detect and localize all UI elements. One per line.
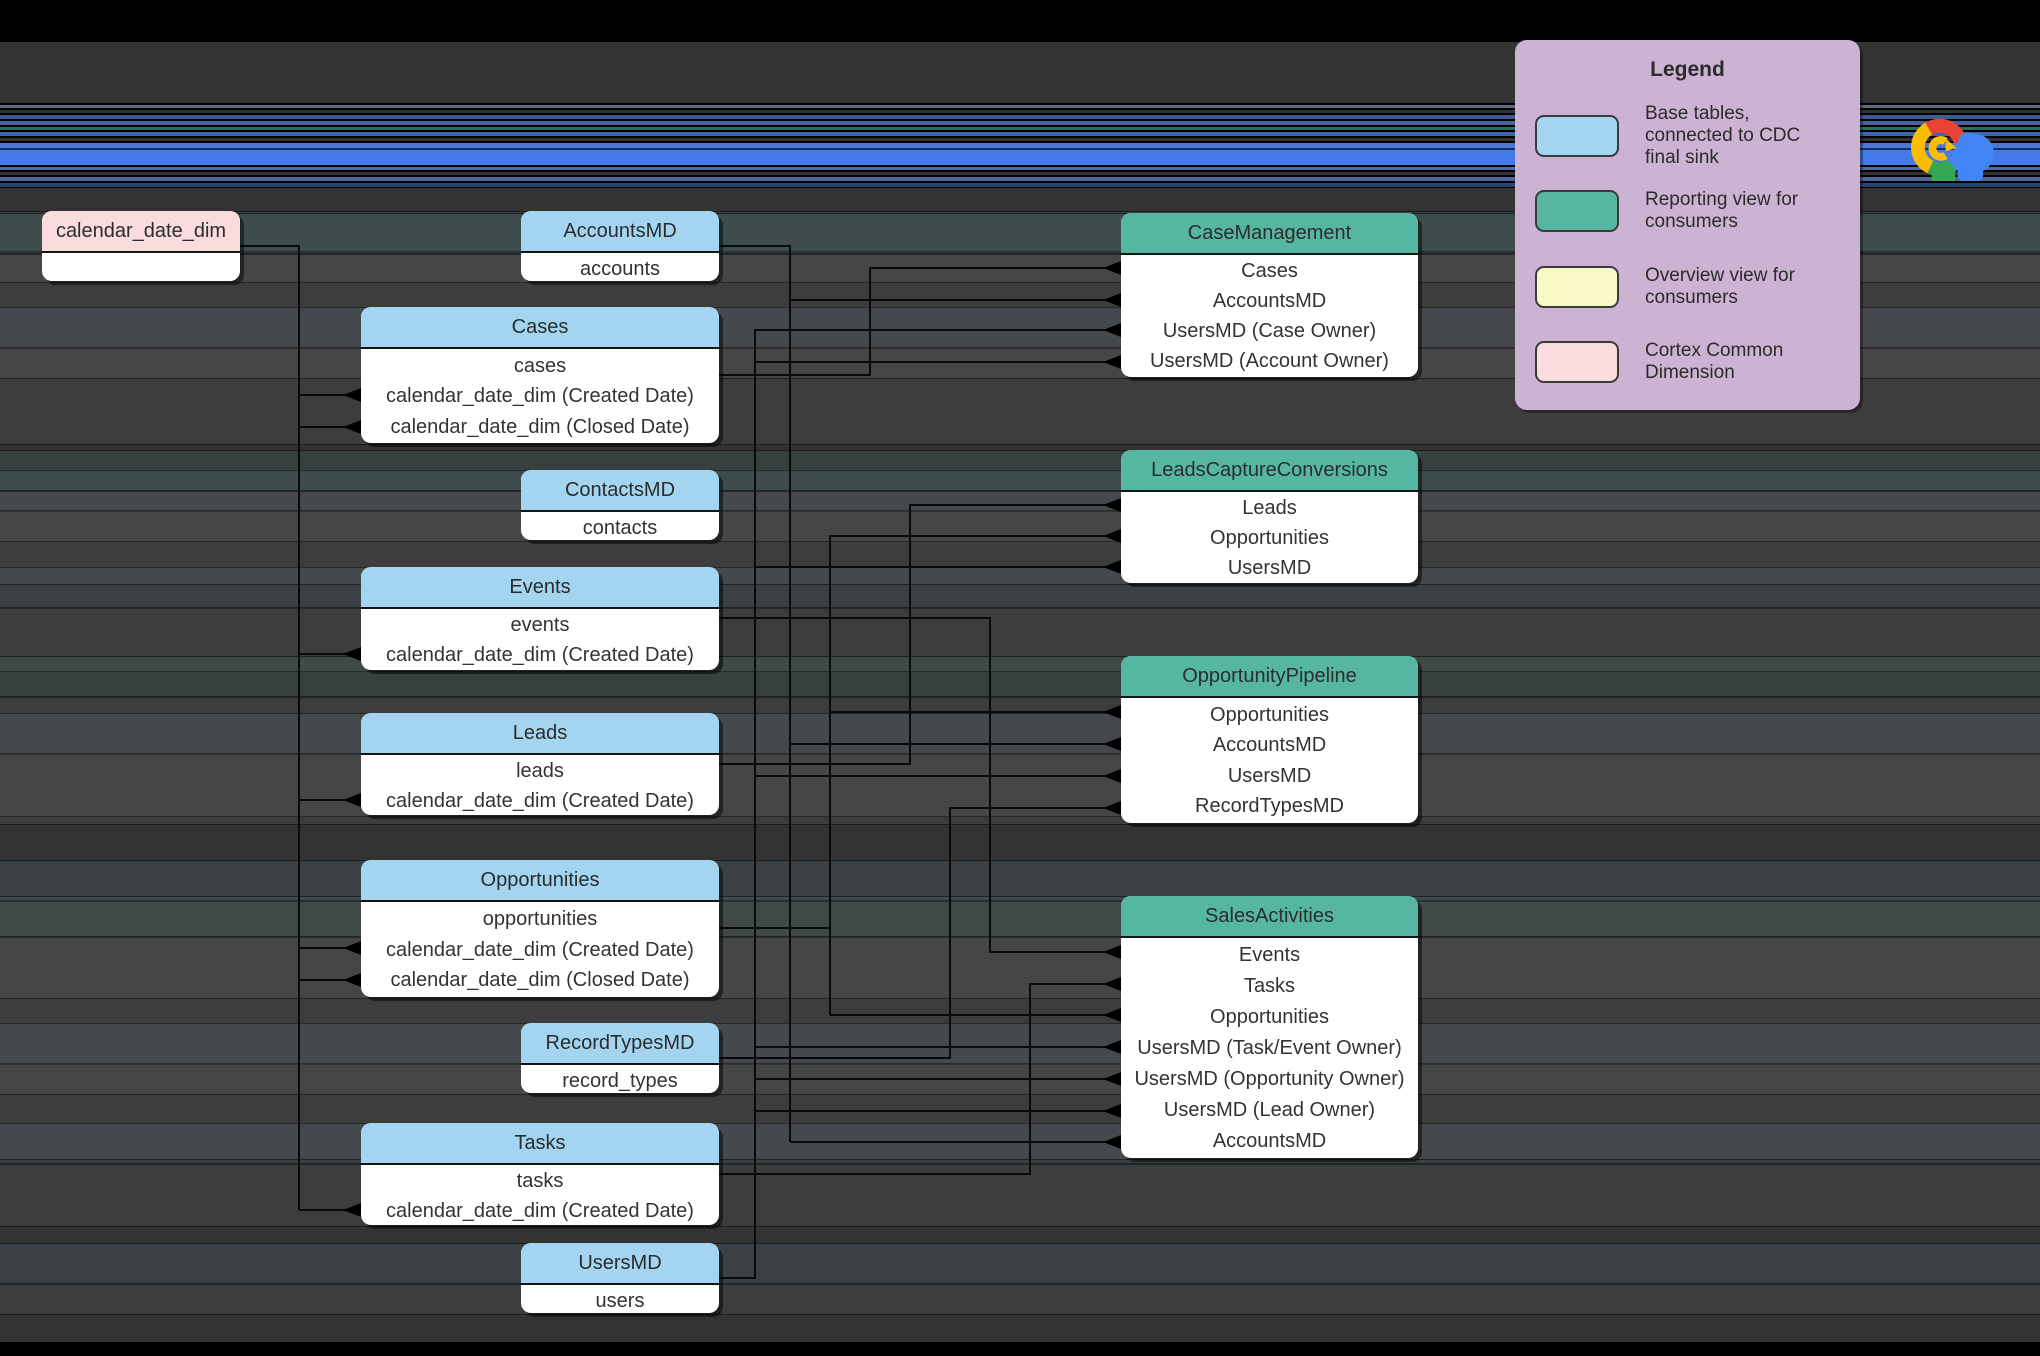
node-contactsmd[interactable]: ContactsMD contacts	[521, 470, 719, 540]
legend-item-label: Cortex Common Dimension	[1645, 340, 1784, 384]
bottom-black-band	[0, 1342, 2040, 1356]
view-row: AccountsMD	[1212, 290, 1327, 312]
base-table-swatch-icon	[1535, 114, 1619, 157]
node-header: OpportunityPipeline	[1121, 656, 1418, 698]
table-row: calendar_date_dim (Created Date)	[386, 1200, 694, 1222]
legend-item-label: Overview view for consumers	[1645, 264, 1795, 308]
node-header: CaseManagement	[1121, 213, 1418, 255]
view-row: UsersMD (Account Owner)	[1150, 350, 1389, 372]
node-calendar-date-dim[interactable]: calendar_date_dim	[42, 211, 240, 281]
view-row: UsersMD (Case Owner)	[1162, 320, 1377, 342]
view-row: AccountsMD	[1212, 1130, 1327, 1152]
node-header: AccountsMD	[521, 211, 719, 253]
table-row: contacts	[582, 517, 658, 539]
node-leadscaptureconversions[interactable]: LeadsCaptureConversions Leads Opportunit…	[1121, 450, 1418, 583]
table-row: events	[510, 614, 570, 636]
view-row: RecordTypesMD	[1195, 795, 1344, 818]
view-row: Events	[1238, 944, 1301, 966]
view-row: UsersMD	[1227, 557, 1312, 579]
node-header: Leads	[361, 713, 719, 755]
node-cases[interactable]: Cases cases calendar_date_dim (Created D…	[361, 307, 719, 443]
view-row: AccountsMD	[1212, 734, 1327, 757]
view-row: Opportunities	[1210, 703, 1329, 726]
view-row: UsersMD (Lead Owner)	[1163, 1099, 1376, 1121]
google-cloud-logo-icon	[1911, 118, 1994, 181]
node-tasks[interactable]: Tasks tasks calendar_date_dim (Created D…	[361, 1123, 719, 1225]
view-row: UsersMD	[1227, 764, 1312, 787]
node-recordtypesmd[interactable]: RecordTypesMD record_types	[521, 1023, 719, 1093]
legend-title: Legend	[1650, 58, 1725, 81]
legend: Legend Base tables, connected to CDC fin…	[1515, 40, 1860, 410]
view-row: Cases	[1241, 260, 1298, 282]
table-row: calendar_date_dim (Created Date)	[386, 790, 694, 812]
common-dimension-swatch-icon	[1535, 341, 1619, 384]
node-header: calendar_date_dim	[42, 211, 240, 253]
table-row: record_types	[562, 1070, 678, 1092]
table-row: leads	[516, 760, 564, 782]
legend-item: Base tables, connected to CDC final sink	[1535, 98, 1840, 174]
legend-item-label: Reporting view for consumers	[1645, 189, 1799, 233]
table-row: calendar_date_dim (Created Date)	[386, 385, 694, 407]
node-header: SalesActivities	[1121, 896, 1418, 938]
reporting-view-swatch-icon	[1535, 190, 1619, 233]
node-header: Events	[361, 567, 719, 609]
node-header: UsersMD	[521, 1243, 719, 1285]
table-row: calendar_date_dim (Created Date)	[386, 938, 694, 961]
table-row: calendar_date_dim (Closed Date)	[390, 969, 690, 992]
node-body	[42, 253, 240, 281]
legend-item: Reporting view for consumers	[1535, 174, 1840, 250]
node-accountsmd[interactable]: AccountsMD accounts	[521, 211, 719, 281]
node-header: Tasks	[361, 1123, 719, 1165]
legend-item: Overview view for consumers	[1535, 249, 1840, 325]
node-header: RecordTypesMD	[521, 1023, 719, 1065]
node-usersmd[interactable]: UsersMD users	[521, 1243, 719, 1313]
node-header: Opportunities	[361, 860, 719, 902]
view-row: Tasks	[1243, 975, 1296, 997]
table-row: tasks	[516, 1170, 564, 1192]
legend-item-label: Base tables, connected to CDC final sink	[1645, 102, 1801, 168]
node-opportunitypipeline[interactable]: OpportunityPipeline Opportunities Accoun…	[1121, 656, 1418, 823]
view-row: Opportunities	[1210, 527, 1329, 549]
overview-view-swatch-icon	[1535, 265, 1619, 308]
node-opportunities[interactable]: Opportunities opportunities calendar_dat…	[361, 860, 719, 997]
node-salesactivities[interactable]: SalesActivities Events Tasks Opportuniti…	[1121, 896, 1418, 1158]
node-events[interactable]: Events events calendar_date_dim (Created…	[361, 567, 719, 670]
table-row: users	[595, 1290, 645, 1312]
view-row: UsersMD (Task/Event Owner)	[1137, 1037, 1402, 1059]
view-row: UsersMD (Opportunity Owner)	[1134, 1068, 1405, 1090]
node-casemanagement[interactable]: CaseManagement Cases AccountsMD UsersMD …	[1121, 213, 1418, 377]
legend-item: Cortex Common Dimension	[1535, 325, 1840, 401]
view-row: Leads	[1242, 497, 1297, 519]
node-leads[interactable]: Leads leads calendar_date_dim (Created D…	[361, 713, 719, 815]
table-row: calendar_date_dim (Closed Date)	[390, 415, 690, 438]
view-row: Opportunities	[1210, 1006, 1329, 1028]
top-black-band	[0, 0, 2040, 42]
table-row: opportunities	[482, 907, 598, 930]
table-row: cases	[513, 354, 567, 377]
node-header: ContactsMD	[521, 470, 719, 512]
node-header: LeadsCaptureConversions	[1121, 450, 1418, 492]
node-header: Cases	[361, 307, 719, 349]
table-row: calendar_date_dim (Created Date)	[386, 644, 694, 666]
table-row: accounts	[579, 258, 661, 280]
